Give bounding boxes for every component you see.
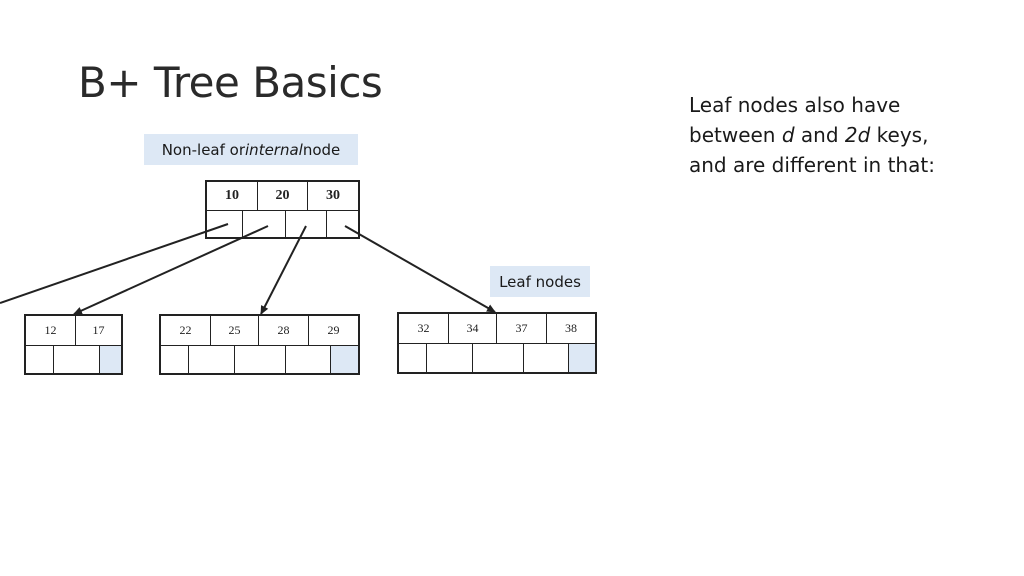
leaf-nodes-label: Leaf nodes	[490, 266, 590, 297]
description-line-2: between d and 2d keys,	[689, 123, 929, 147]
leaf-key: 22	[161, 316, 211, 345]
pointer-arrow-leaf-2	[260, 225, 307, 315]
next-leaf-pointer	[100, 346, 121, 373]
internal-node-label: Non-leaf or internal node	[144, 134, 358, 165]
pointer-slot	[189, 346, 235, 373]
pointer-slot	[26, 346, 54, 373]
leaf-description: Leaf nodes also have between d and 2d ke…	[689, 90, 989, 180]
pointer-slot	[524, 344, 569, 372]
leaf-key: 25	[211, 316, 259, 345]
leaf-key: 34	[449, 314, 497, 343]
pointer-slot	[243, 211, 286, 237]
pointer-arrow-offscreen	[0, 223, 229, 304]
leaf-key: 38	[565, 321, 577, 335]
internal-key: 30	[326, 188, 340, 203]
next-leaf-pointer	[569, 344, 595, 372]
pointer-arrow-leaf-3	[344, 225, 496, 313]
leaf-node: 12 17	[24, 314, 123, 375]
pointer-slot	[286, 346, 331, 373]
leaf-key: 37	[497, 314, 547, 343]
leaf-node: 22 25 28 29	[159, 314, 360, 375]
description-line-3: and are different in that:	[689, 153, 935, 177]
pointer-arrow-leaf-1	[73, 225, 269, 315]
pointer-slot	[399, 344, 427, 372]
slide-title: B+ Tree Basics	[78, 58, 383, 107]
leaf-key: 29	[327, 323, 340, 337]
pointer-slot	[286, 211, 327, 237]
next-leaf-pointer	[331, 346, 358, 373]
pointer-slot	[427, 344, 473, 372]
internal-key: 20	[258, 182, 308, 210]
internal-key: 10	[207, 182, 258, 210]
leaf-key: 28	[259, 316, 309, 345]
pointer-slot	[207, 211, 243, 237]
pointer-slot	[54, 346, 100, 373]
leaf-key: 12	[26, 316, 76, 345]
pointer-slot	[473, 344, 524, 372]
leaf-key: 32	[399, 314, 449, 343]
leaf-key: 17	[92, 323, 105, 337]
leaf-node: 32 34 37 38	[397, 312, 597, 374]
description-line-1: Leaf nodes also have	[689, 93, 901, 117]
pointer-slot	[235, 346, 286, 373]
internal-node: 10 20 30	[205, 180, 360, 239]
pointer-slot	[161, 346, 189, 373]
